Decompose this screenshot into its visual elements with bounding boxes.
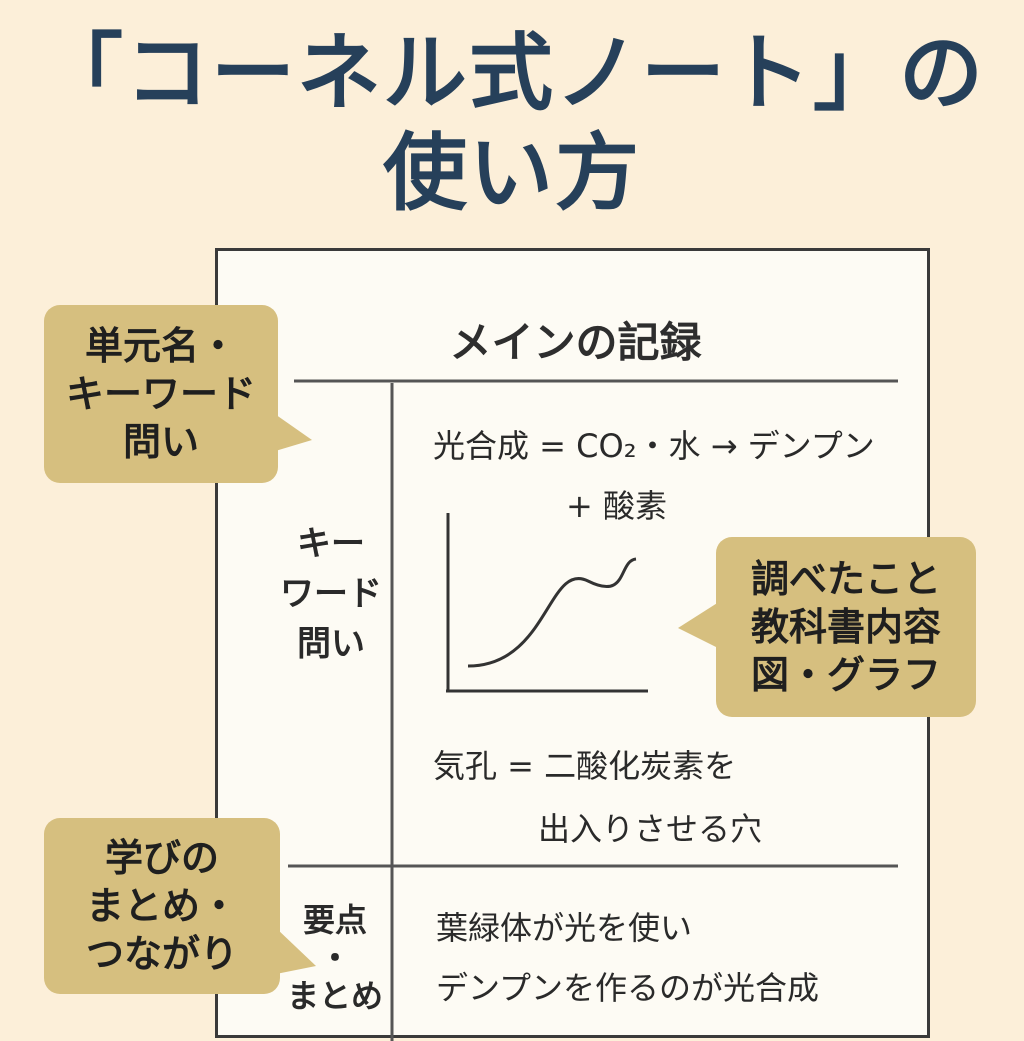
page-title-line-1: 「コーネル式ノート」の [38, 24, 985, 122]
summary-column-labels: 要点 ・ まとめ [284, 901, 386, 1015]
note-heading: メインの記録 [449, 318, 702, 367]
callout-line: 学びの [104, 836, 219, 880]
main-note-line-2: + 酸素 [566, 487, 667, 525]
summary-label-line: まとめ [286, 977, 383, 1015]
summary-callout: 学びの まとめ・ つながり [44, 818, 280, 994]
graph-curve [467, 557, 637, 668]
summary-label-line: ・ [318, 939, 351, 977]
cue-label-line: ワード [280, 574, 382, 614]
main-note-line-4: 出入りさせる穴 [538, 810, 763, 848]
page-title-line-2: 使い方 [382, 124, 641, 222]
summary-label-line: 要点 [302, 901, 367, 939]
main-note-line-1: 光合成 = CO₂・水 → デンプン [433, 427, 875, 465]
callout-line: キーワード [65, 372, 256, 416]
main-note-line-3: 気孔 = 二酸化炭素を [433, 747, 737, 785]
cue-column-labels: キー ワード 問い [276, 519, 386, 669]
callout-line: 教科書内容 [750, 605, 941, 649]
callout-line: 調べたこと [750, 557, 941, 601]
callout-line: 図・グラフ [750, 653, 941, 697]
callout-line: 単元名・ [84, 324, 237, 368]
callout-line: 問い [122, 420, 199, 464]
cue-label-line: キー [297, 524, 365, 564]
callout-line: つながり [85, 932, 238, 976]
cue-label-line: 問い [297, 624, 365, 664]
cue-column-callout: 単元名・ キーワード 問い [44, 305, 278, 483]
note-grid-lines [288, 379, 898, 1041]
callout-line: まとめ・ [85, 884, 238, 928]
summary-note-line-2: デンプンを作るのが光合成 [436, 969, 820, 1007]
main-notes-callout: 調べたこと 教科書内容 図・グラフ [716, 537, 976, 717]
summary-note-line-1: 葉緑体が光を使い [436, 909, 693, 947]
